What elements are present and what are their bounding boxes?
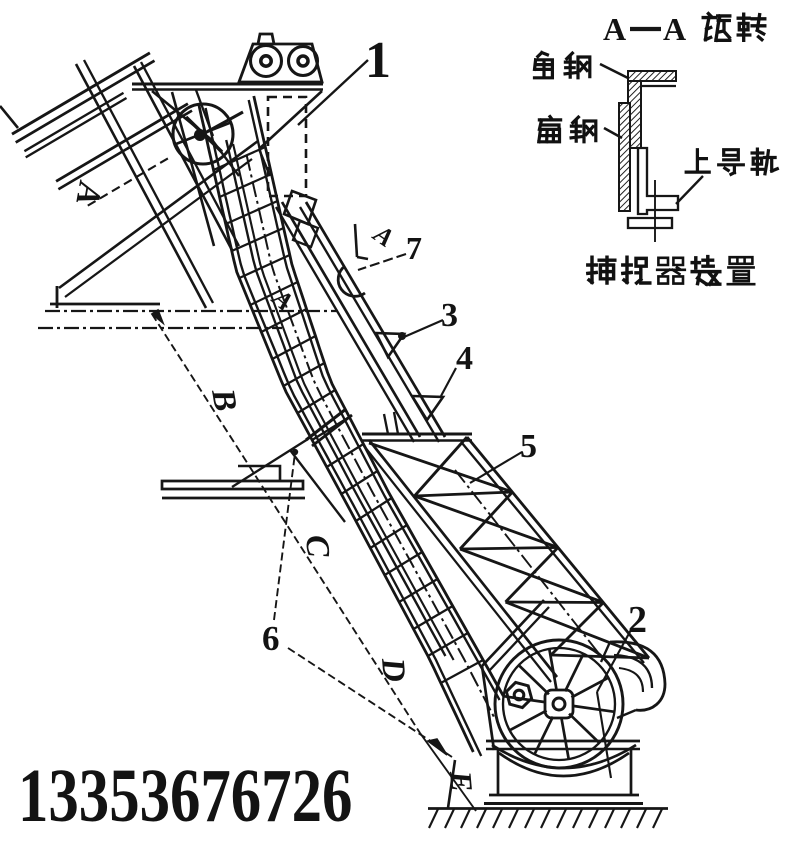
svg-text:1: 1 xyxy=(365,32,391,89)
svg-text:4: 4 xyxy=(456,340,473,377)
svg-text:2: 2 xyxy=(628,599,647,641)
svg-text:C: C xyxy=(298,534,336,560)
svg-text:7: 7 xyxy=(406,230,422,266)
svg-text:D: D xyxy=(374,656,412,684)
svg-text:6: 6 xyxy=(262,619,280,658)
svg-text:3: 3 xyxy=(441,297,458,334)
svg-text:13353676726: 13353676726 xyxy=(18,754,352,838)
svg-text:E: E xyxy=(443,769,480,794)
svg-text:5: 5 xyxy=(520,428,537,465)
svg-text:A: A xyxy=(603,11,626,47)
svg-text:A: A xyxy=(663,11,686,47)
